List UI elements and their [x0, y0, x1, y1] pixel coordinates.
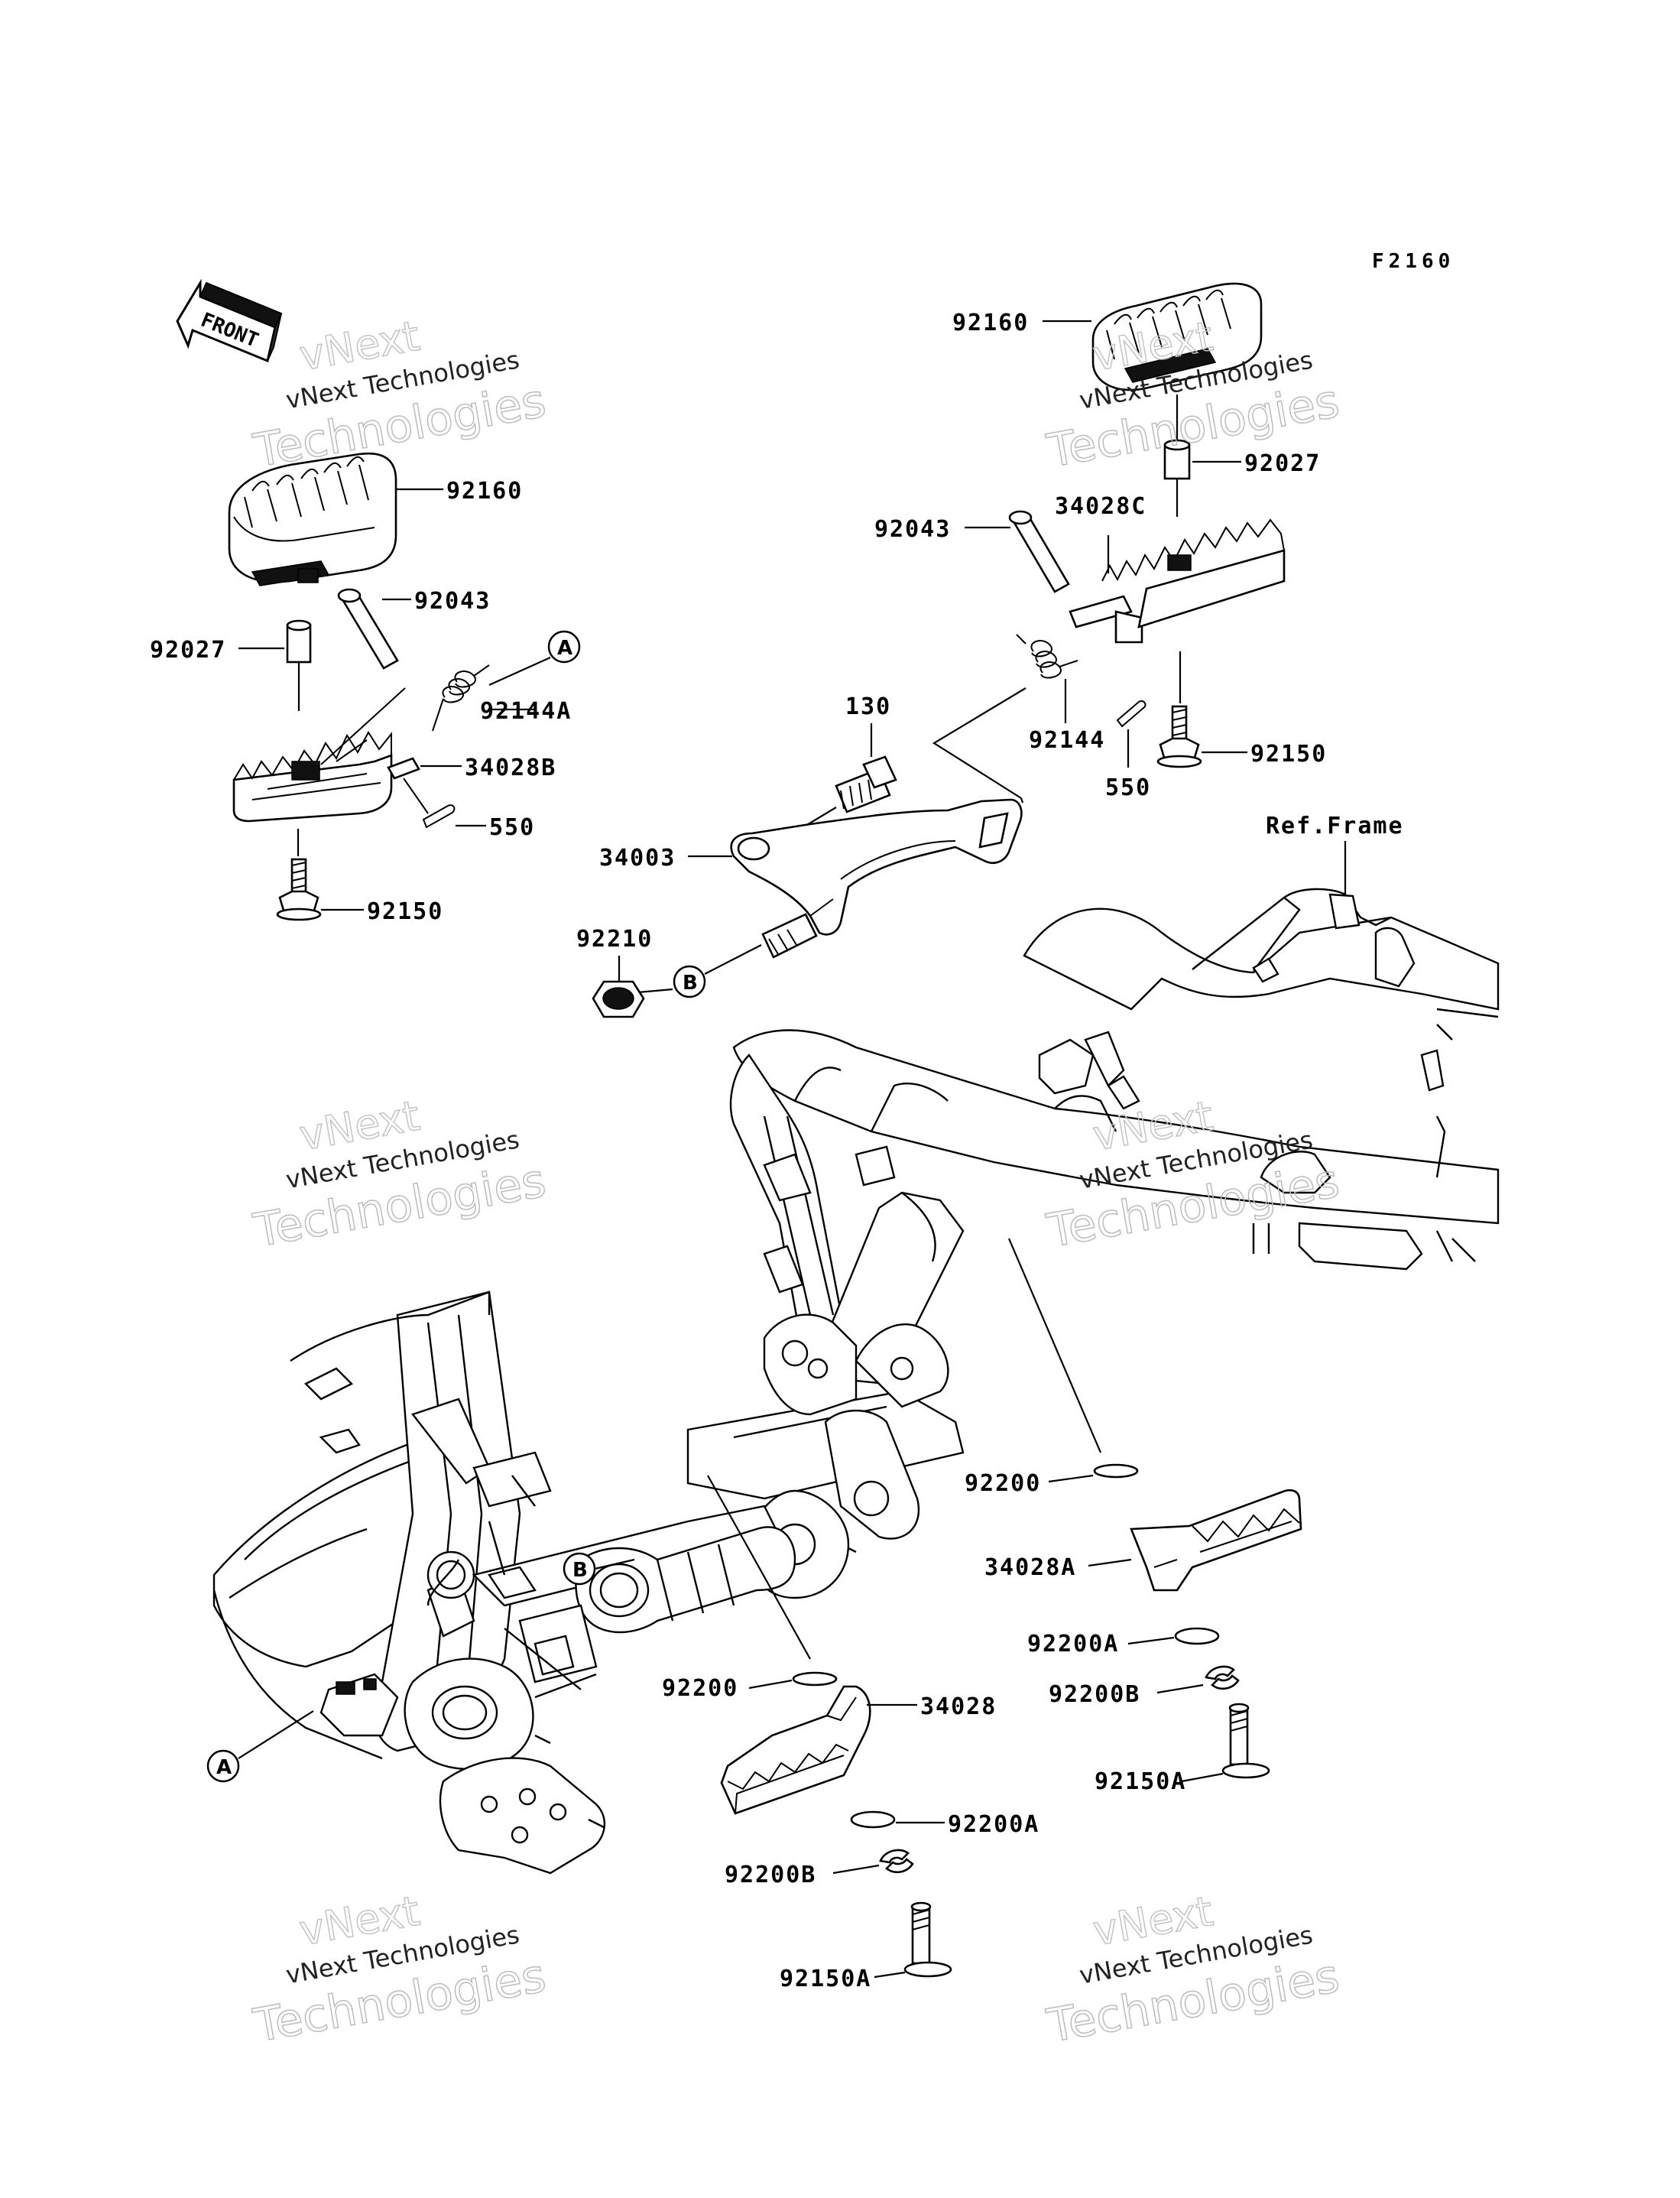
footpeg-34028A: [1130, 1489, 1302, 1592]
svg-text:A: A: [216, 1756, 232, 1779]
label-b-92200B-r: 92200B: [1049, 1681, 1140, 1708]
svg-text:A: A: [557, 637, 572, 660]
right-cotter-pin: [1116, 700, 1146, 728]
callout-b-top: B: [673, 965, 706, 998]
svg-text:B: B: [683, 972, 698, 995]
label-b-92200A-l: 92200A: [948, 1811, 1039, 1838]
left-pivot-pin: [337, 588, 399, 670]
label-l-92043: 92043: [414, 588, 491, 615]
callout-a-top: A: [547, 630, 581, 664]
pin-92150A-right: [1221, 1703, 1270, 1779]
label-c-130: 130: [845, 693, 891, 720]
label-r-92144: 92144: [1029, 727, 1105, 754]
left-footpeg-bolt: [276, 858, 322, 921]
center-nut: [592, 980, 645, 1018]
washer-92200A-left: [850, 1810, 896, 1829]
label-r-34028C: 34028C: [1055, 493, 1146, 520]
callout-a-bottom: A: [206, 1749, 240, 1783]
label-b-34028: 34028: [920, 1693, 997, 1720]
right-footpeg-rubber: [1091, 282, 1263, 391]
clip-92200B-right: [1205, 1665, 1240, 1690]
right-collar: [1163, 439, 1191, 480]
left-footpeg-rubber: [228, 452, 397, 586]
label-r-92160: 92160: [952, 310, 1029, 336]
label-l-92150: 92150: [367, 898, 443, 925]
label-l-92027: 92027: [150, 637, 226, 664]
label-l-92144A: 92144A: [480, 698, 572, 725]
label-c-34003: 34003: [599, 845, 676, 872]
left-return-spring: [432, 664, 490, 732]
label-l-92160: 92160: [446, 478, 523, 505]
watermark-tl: vNext vNext Technologies Technologies: [249, 311, 550, 479]
label-r-550: 550: [1105, 774, 1151, 801]
label-b-92200-r: 92200: [965, 1470, 1041, 1497]
clip-92200B-left: [879, 1849, 914, 1874]
label-b-34028A: 34028A: [984, 1554, 1076, 1581]
label-l-550: 550: [489, 814, 535, 841]
right-footpeg-bolt: [1156, 705, 1202, 768]
label-c-92210: 92210: [576, 926, 653, 953]
svg-text:B: B: [572, 1559, 588, 1582]
center-stopper-bolt: [835, 755, 897, 813]
label-l-34028B: 34028B: [465, 755, 556, 781]
figure-code: F2160: [1372, 250, 1455, 273]
center-lever: [730, 798, 1023, 959]
washer-92200-right: [1093, 1463, 1139, 1479]
label-b-92200B-l: 92200B: [725, 1862, 816, 1888]
ref-frame-label: Ref.Frame: [1266, 813, 1404, 839]
left-bracket-pin: [387, 757, 420, 780]
watermark-ml: vNext vNext Technologies Technologies: [249, 1091, 550, 1258]
front-arrow-icon: FRONT: [176, 278, 283, 363]
left-footpeg-bracket: [232, 687, 406, 823]
label-b-92150A-l: 92150A: [780, 1966, 871, 1992]
right-footpeg-bracket: [1069, 518, 1286, 644]
washer-92200-left: [792, 1671, 838, 1687]
label-r-92150: 92150: [1250, 741, 1327, 768]
right-pivot-pin: [1008, 510, 1070, 593]
label-b-92150A-r: 92150A: [1095, 1768, 1186, 1795]
callout-b-bottom: B: [563, 1552, 596, 1586]
left-collar: [286, 619, 312, 664]
label-b-92200-l: 92200: [662, 1675, 738, 1702]
watermark-bl: vNext vNext Technologies Technologies: [249, 1886, 550, 2054]
motorcycle-frame: [212, 888, 1500, 1875]
label-r-92043: 92043: [874, 516, 951, 543]
label-b-92200A-r: 92200A: [1027, 1631, 1119, 1657]
right-return-spring: [1016, 634, 1078, 679]
footpeg-34028: [720, 1685, 871, 1815]
pin-92150A-left: [903, 1901, 952, 1978]
watermark-br: vNext vNext Technologies Technologies: [1043, 1886, 1344, 2054]
left-cotter-pin: [403, 778, 456, 829]
washer-92200A-right: [1174, 1627, 1220, 1645]
label-r-92027: 92027: [1244, 450, 1321, 477]
